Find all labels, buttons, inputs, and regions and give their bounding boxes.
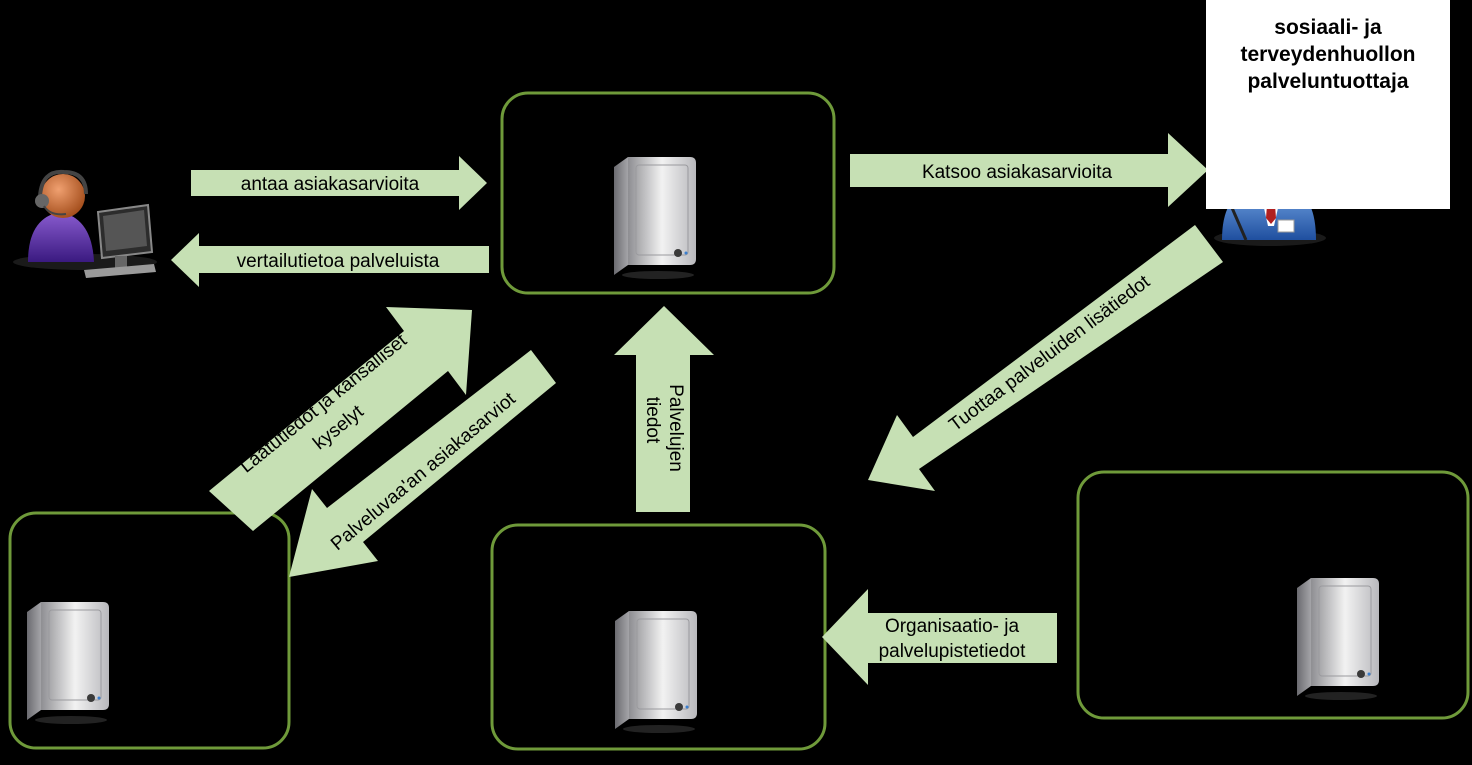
palveluvaaka-ratings-arrow — [289, 350, 556, 577]
org-info-label-line2: palvelupistetiedot — [879, 641, 1027, 662]
service-server-icon — [614, 610, 698, 734]
produces-details-label: Tuottaa palveluiden lisätiedot — [945, 271, 1154, 436]
provider-role-box: sosiaali- ja terveydenhuollon palveluntu… — [1206, 0, 1450, 209]
organisation-server-icon — [1296, 577, 1380, 701]
quality-surveys-arrow — [209, 307, 472, 531]
views-ratings-label: Katsoo asiakasarvioita — [922, 162, 1113, 183]
comparison-info-arrow — [171, 233, 489, 287]
service-info-label-line2: tiedot — [642, 397, 663, 444]
customer-at-computer-icon — [13, 169, 157, 278]
produces-details-arrow — [868, 225, 1223, 491]
quality-server-icon — [26, 601, 110, 725]
organisation-data-box — [1076, 470, 1470, 720]
org-info-label-line1: Organisaatio- ja — [885, 616, 1020, 637]
comparison-info-label: vertailutietoa palveluista — [237, 251, 440, 272]
org-info-arrow — [822, 589, 1057, 685]
gives-ratings-label: antaa asiakasarvioita — [241, 174, 420, 195]
service-info-label-line1: Palvelujen — [665, 384, 686, 472]
gives-ratings-arrow — [191, 156, 487, 210]
provider-role-label: sosiaali- ja terveydenhuollon palveluntu… — [1240, 16, 1416, 93]
service-info-arrow — [614, 306, 714, 512]
central-server-icon — [613, 156, 697, 280]
views-ratings-arrow — [850, 133, 1208, 207]
